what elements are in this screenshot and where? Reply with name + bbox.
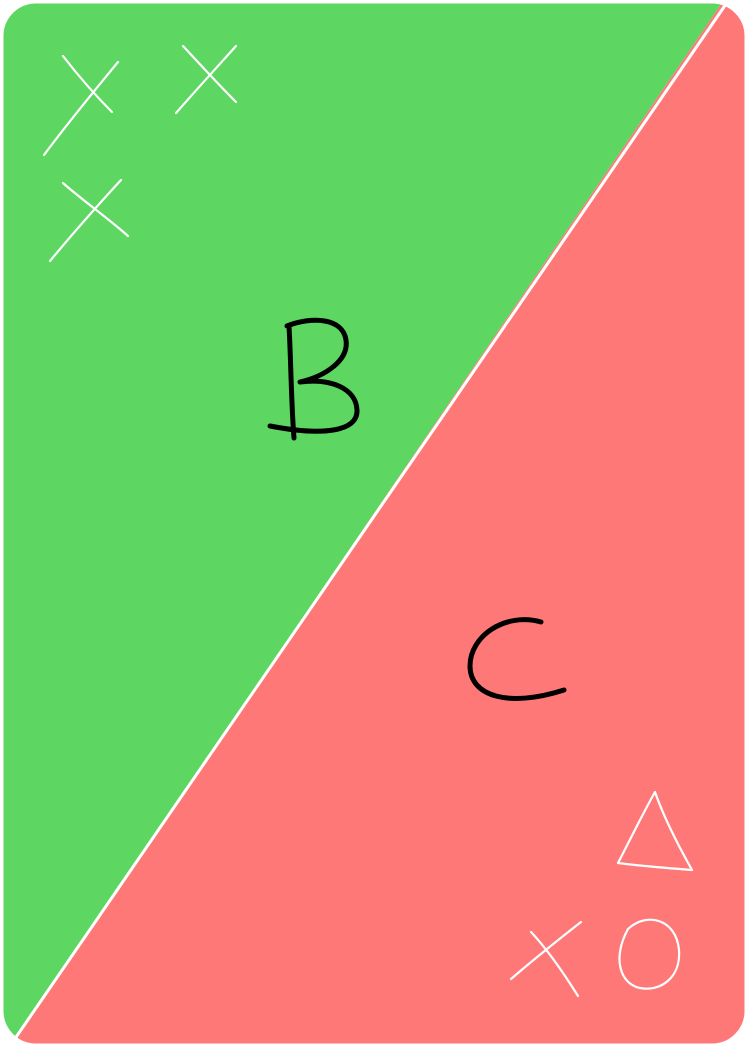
circle-mark <box>618 918 681 990</box>
red-marks <box>509 790 694 998</box>
triangle-mark <box>616 790 694 872</box>
x-mark <box>48 178 130 263</box>
x-mark <box>42 54 120 157</box>
diagonal-divider <box>10 3 728 1044</box>
letter-c-glyph <box>467 617 567 701</box>
green-marks <box>42 44 238 263</box>
green-region[interactable] <box>0 0 724 1047</box>
letter-b-glyph <box>267 317 360 441</box>
x-mark <box>509 920 583 998</box>
x-mark <box>174 44 238 115</box>
red-region[interactable] <box>10 0 748 1047</box>
